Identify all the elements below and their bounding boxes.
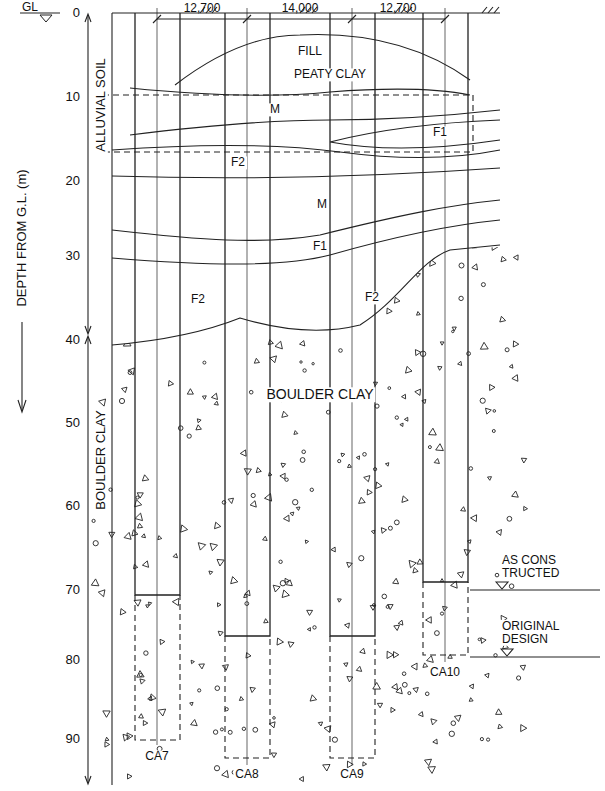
- depth-tick: 70: [66, 583, 80, 597]
- soil-label: F2: [189, 293, 207, 306]
- depth-tick: 10: [66, 90, 80, 104]
- soil-label: F2: [363, 291, 381, 304]
- depth-tick: 80: [66, 653, 80, 667]
- pile-name: CA8: [233, 768, 260, 781]
- soil-label: 14,000: [282, 2, 319, 15]
- soil-label: F2: [229, 156, 247, 169]
- soil-label: F1: [311, 240, 329, 253]
- soil-label: PEATY CLAY: [292, 68, 368, 81]
- depth-tick: 60: [66, 499, 80, 513]
- depth-tick: 40: [66, 333, 80, 347]
- soil-label: GL: [22, 1, 38, 14]
- depth-tick: 0: [73, 6, 80, 20]
- soil-label: BOULDER CLAY: [94, 408, 108, 511]
- pile-name: CA7: [143, 750, 170, 763]
- soil-label: BOULDER CLAY: [264, 387, 375, 402]
- soil-label: 12,700: [380, 2, 417, 15]
- soil-label: F1: [431, 126, 449, 139]
- pile-name: CA9: [338, 768, 365, 781]
- soil-label: M: [315, 198, 329, 211]
- soil-label: AS CONS TRUCTED: [500, 554, 576, 580]
- soil-label: ALLUVIAL SOIL: [94, 56, 108, 153]
- soil-label: ORIGINAL DESIGN: [500, 620, 576, 646]
- depth-tick: 20: [66, 174, 80, 188]
- soil-label: M: [268, 103, 282, 116]
- soil-label: DEPTH FROM G.L. (m): [15, 169, 29, 306]
- soil-label: FILL: [296, 45, 324, 58]
- pile-name: CA10: [428, 666, 462, 679]
- depth-tick: 50: [66, 416, 80, 430]
- soil-label: 12,700: [184, 2, 221, 15]
- depth-tick: 30: [66, 249, 80, 263]
- depth-tick: 90: [66, 732, 80, 746]
